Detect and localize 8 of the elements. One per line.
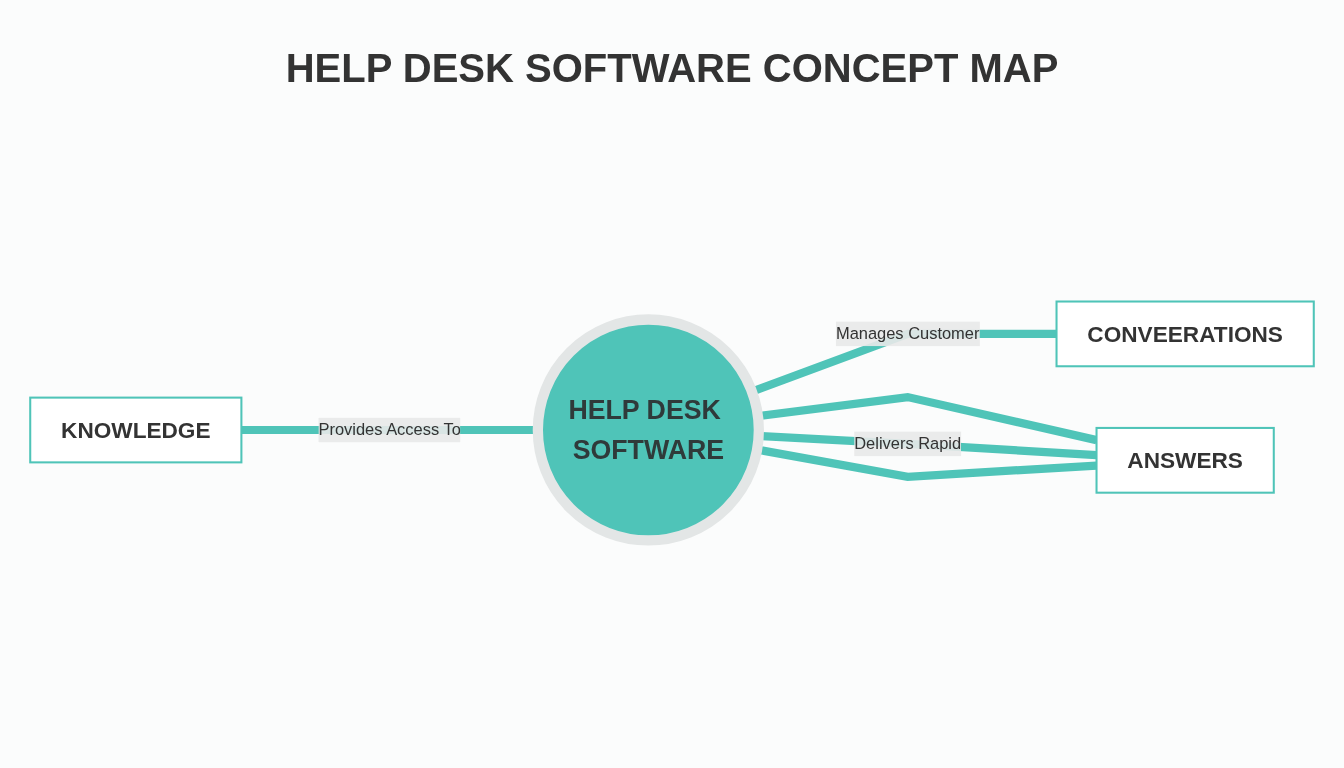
edge-label: Provides Access To xyxy=(318,420,461,439)
node-box: KNOWLEDGE xyxy=(29,396,243,464)
edge-label: Delivers Rapid xyxy=(854,434,962,453)
node-box: ANSWERS xyxy=(1095,426,1275,494)
edge-label: Manages Customer xyxy=(835,324,980,343)
node-circle: HELP DESK SOFTWARE xyxy=(532,314,764,546)
node-box: CONVEERATIONS xyxy=(1055,300,1315,368)
diagram-title: HELP DESK SOFTWARE CONCEPT MAP xyxy=(284,46,1060,91)
